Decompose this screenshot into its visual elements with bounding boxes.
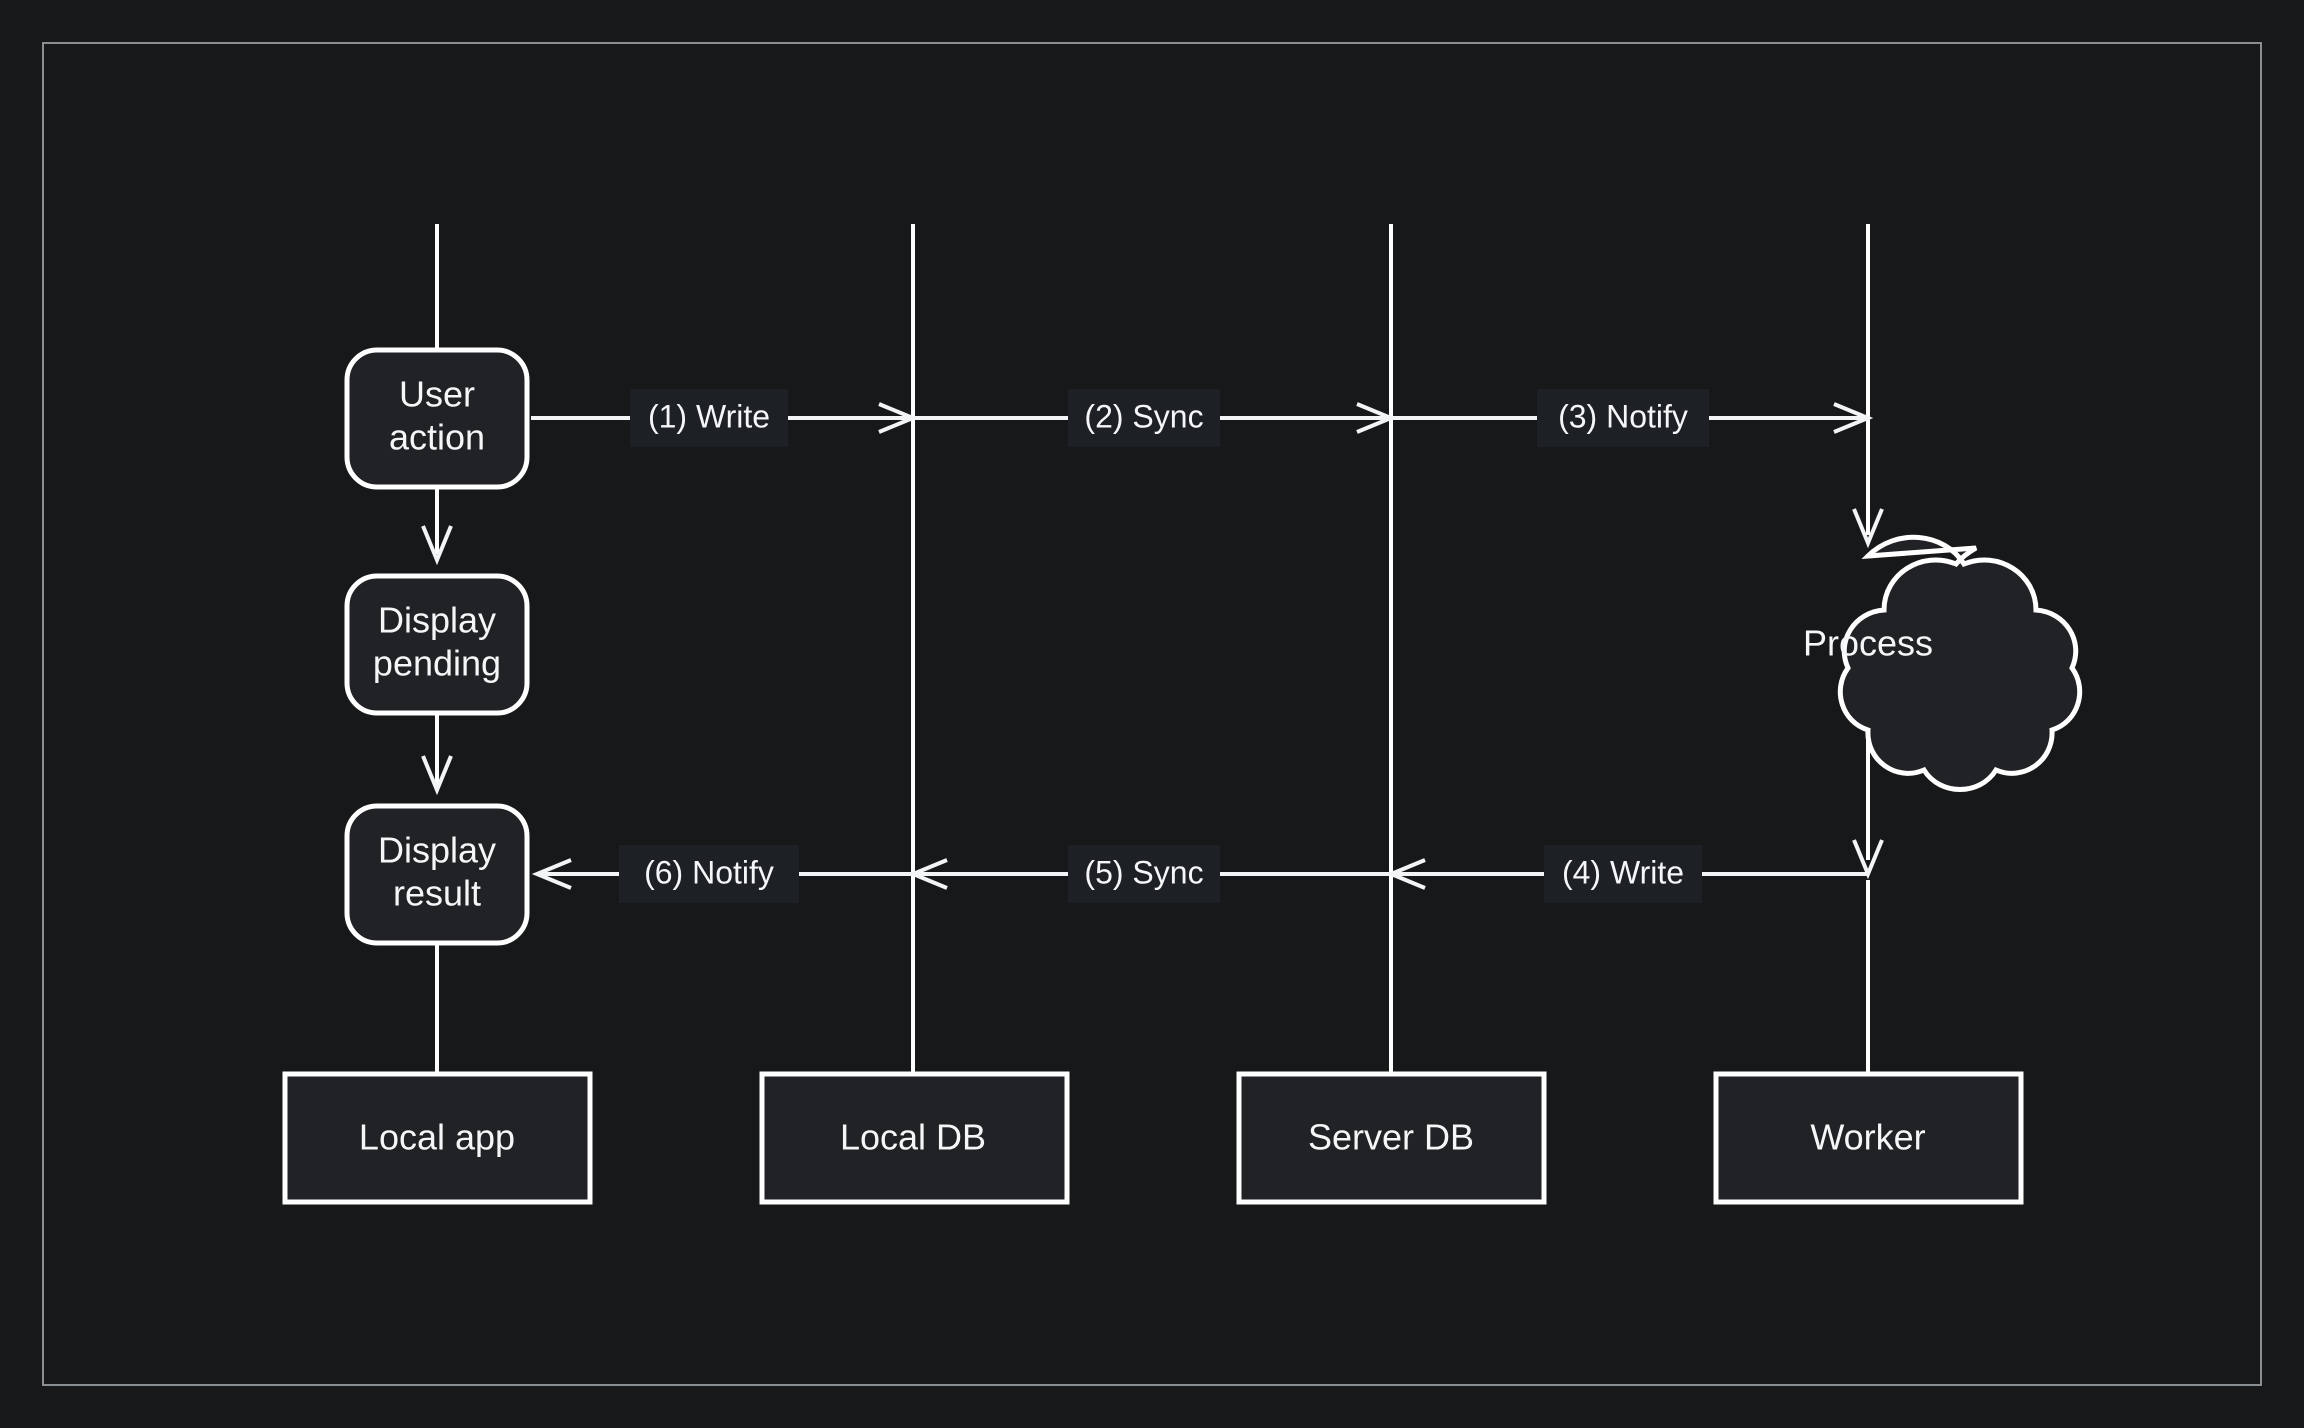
- node-process-cloud-shape: [1837, 534, 2083, 792]
- edge-label-4-text: (4) Write: [1562, 854, 1684, 890]
- node-display-result-shape: [344, 803, 530, 946]
- node-display-result-line2: result: [393, 873, 481, 914]
- node-user-action-line1: User: [399, 374, 475, 415]
- node-display-pending[interactable]: Display pending: [344, 573, 530, 716]
- edge-label-6-text: (6) Notify: [644, 854, 774, 890]
- edge-label-4: (4) Write: [1544, 845, 1702, 903]
- footer-box-server-db-label: Server DB: [1308, 1117, 1474, 1158]
- edge-label-4-bg: [1544, 845, 1702, 903]
- node-display-pending-line2: pending: [373, 643, 501, 684]
- edge-label-3-text: (3) Notify: [1558, 398, 1688, 434]
- edge-label-2-text: (2) Sync: [1084, 398, 1203, 434]
- arrowhead-right-msg3: [1833, 402, 1874, 434]
- edge-label-3: (3) Notify: [1537, 389, 1709, 447]
- node-user-action-shape: [344, 347, 530, 490]
- footer-box-local-db[interactable]: Local DB: [759, 1071, 1070, 1205]
- edge-label-1: (1) Write: [630, 389, 788, 447]
- node-process-label: Process: [1803, 623, 1933, 664]
- edge-label-2-bg: [1068, 389, 1220, 447]
- footer-box-worker-label: Worker: [1810, 1117, 1925, 1158]
- footer-box-worker[interactable]: Worker: [1713, 1071, 2024, 1205]
- edge-label-6: (6) Notify: [619, 845, 799, 903]
- diagram-frame-border: [42, 42, 2262, 1386]
- node-process[interactable]: Process: [1803, 534, 2083, 792]
- edge-label-5-text: (5) Sync: [1084, 854, 1203, 890]
- arrowhead-left-msg4: [1385, 858, 1426, 890]
- arrowhead-down-to-process: [1852, 508, 1884, 549]
- edge-label-6-bg: [619, 845, 799, 903]
- node-display-pending-line1: Display: [378, 600, 496, 641]
- footer-box-local-db-label: Local DB: [840, 1117, 986, 1158]
- footer-box-server-db-shape: [1236, 1071, 1547, 1205]
- arrowhead-left-msg6: [531, 858, 572, 890]
- arrowhead-left-msg5: [907, 858, 948, 890]
- lifelines-group: [435, 224, 1870, 1075]
- footer-box-server-db[interactable]: Server DB: [1236, 1071, 1547, 1205]
- edge-label-1-bg: [630, 389, 788, 447]
- footer-box-worker-shape: [1713, 1071, 2024, 1205]
- edge-label-5-bg: [1068, 845, 1220, 903]
- arrowhead-down-to-display-result: [421, 755, 453, 796]
- edge-label-5: (5) Sync: [1068, 845, 1220, 903]
- edge-label-2: (2) Sync: [1068, 389, 1220, 447]
- footer-box-local-app-shape: [282, 1071, 593, 1205]
- edge-label-3-bg: [1537, 389, 1709, 447]
- node-user-action-line2: action: [389, 417, 485, 458]
- footer-box-local-app[interactable]: Local app: [282, 1071, 593, 1205]
- node-display-pending-shape: [344, 573, 530, 716]
- node-display-result[interactable]: Display result: [344, 803, 530, 946]
- edge-label-1-text: (1) Write: [648, 398, 770, 434]
- node-display-result-line1: Display: [378, 830, 496, 871]
- node-user-action[interactable]: User action: [344, 347, 530, 490]
- footer-box-local-app-label: Local app: [359, 1117, 515, 1158]
- vertical-arrowheads-group: [421, 508, 1884, 880]
- arrowhead-down-to-display-pending: [421, 525, 453, 566]
- footer-box-local-db-shape: [759, 1071, 1070, 1205]
